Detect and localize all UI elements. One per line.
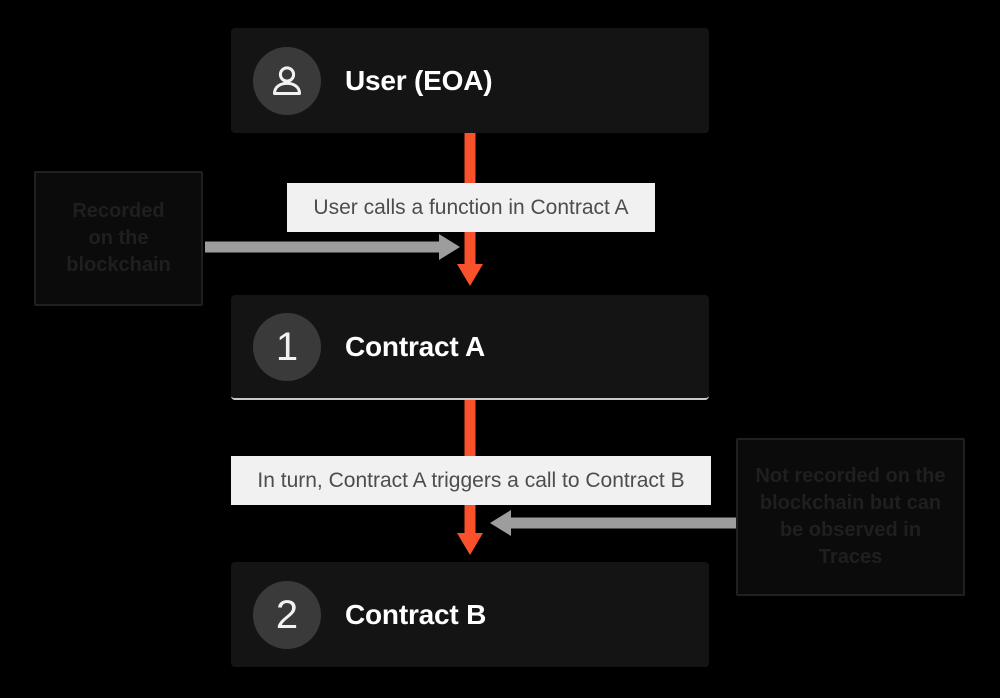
callout-line: blockchain <box>66 254 171 276</box>
edge-label-user-calls-function: User calls a function in Contract A <box>287 183 655 232</box>
step-number-badge: 2 <box>253 580 321 649</box>
step-number-badge: 1 <box>253 312 321 381</box>
annotation-arrow-recorded <box>205 234 460 260</box>
arrow-head <box>457 264 483 286</box>
callout-text: Recorded on the blockchain <box>66 198 170 279</box>
node-contract-a[interactable]: 1 Contract A <box>231 295 709 400</box>
callout-not-recorded-traces: Not recorded on the blockchain but can b… <box>736 438 965 596</box>
callout-line: blockchain but can <box>759 492 942 514</box>
callout-text: Not recorded on the blockchain but can b… <box>755 463 945 571</box>
person-icon <box>253 46 321 115</box>
arrow-stem <box>510 517 740 529</box>
callout-line: Traces <box>818 546 883 568</box>
node-user-eoa[interactable]: User (EOA) <box>231 28 709 133</box>
edge-label-contract-a-triggers-call: In turn, Contract A triggers a call to C… <box>231 456 711 505</box>
callout-line: Recorded <box>72 200 165 222</box>
callout-line: be observed in <box>779 519 922 541</box>
callout-line: Not recorded on the <box>755 465 946 487</box>
arrow-stem <box>205 241 440 253</box>
node-label: User (EOA) <box>345 64 493 96</box>
arrow-head <box>439 234 460 260</box>
node-contract-b[interactable]: 2 Contract B <box>231 562 709 667</box>
arrow-head <box>457 533 483 555</box>
node-label: Contract B <box>345 598 487 630</box>
callout-line: on the <box>88 227 149 249</box>
node-label: Contract A <box>345 330 486 362</box>
annotation-arrow-not-recorded <box>490 510 740 536</box>
arrow-head <box>490 510 511 536</box>
callout-recorded-on-blockchain: Recorded on the blockchain <box>34 171 203 306</box>
